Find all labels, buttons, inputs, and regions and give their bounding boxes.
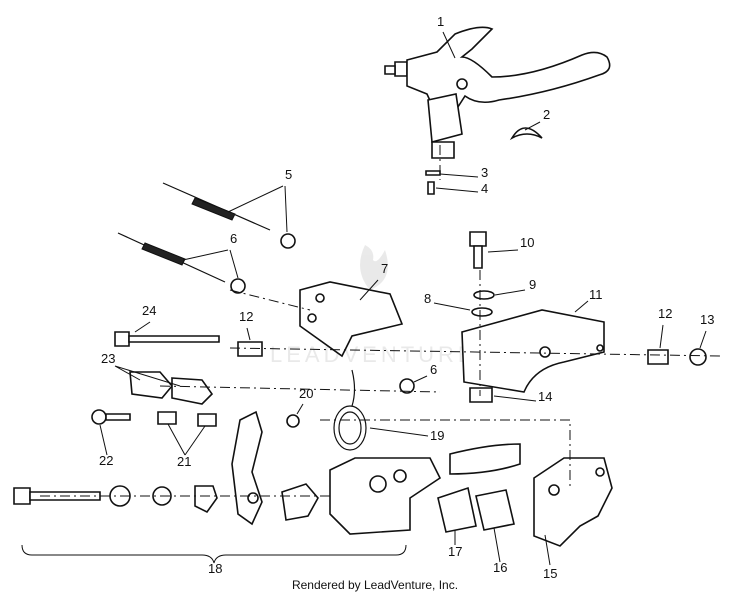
- washer-upper[interactable]: [473, 290, 495, 300]
- callout-16: 16: [493, 560, 507, 575]
- callout-4: 4: [481, 181, 488, 196]
- callout-23: 23: [101, 351, 115, 366]
- bushing-21b[interactable]: [197, 413, 217, 427]
- callout-10: 10: [520, 235, 534, 250]
- centerline-1: [229, 347, 721, 357]
- watermark-text: LEADVENTURE: [270, 342, 477, 367]
- brake-lever-pad[interactable]: [509, 127, 543, 141]
- nut-right[interactable]: [689, 348, 707, 366]
- caliper-plate[interactable]: [533, 457, 613, 547]
- callout-18: 18: [208, 561, 222, 576]
- actuator-arm-assembly[interactable]: [13, 410, 319, 526]
- spacer[interactable]: [469, 387, 493, 403]
- brake-lever-assembly[interactable]: [384, 26, 611, 159]
- bushing-right[interactable]: [647, 349, 669, 365]
- callout-9: 9: [529, 277, 536, 292]
- centerline-4: [320, 419, 571, 490]
- callout-15: 15: [543, 566, 557, 581]
- callout-12b: 12: [658, 306, 672, 321]
- callout-6a: 6: [230, 231, 237, 246]
- brake-pad-inner[interactable]: [475, 489, 515, 531]
- short-bolt[interactable]: [91, 409, 131, 425]
- credit-line: Rendered by LeadVenture, Inc.: [291, 578, 459, 592]
- callout-24: 24: [142, 303, 156, 318]
- long-bolt[interactable]: [114, 331, 220, 347]
- caliper-bracket[interactable]: [461, 309, 605, 393]
- callout-5: 5: [285, 167, 292, 182]
- washer[interactable]: [425, 170, 441, 176]
- callout-labels: 1 2 3 4 5 6 7 8 9 10 11 12 12 13 14 6 20…: [99, 14, 714, 581]
- callout-22: 22: [99, 453, 113, 468]
- caliper-bolt[interactable]: [469, 231, 487, 269]
- nut-small[interactable]: [286, 414, 300, 428]
- leadventure-watermark: LEADVENTURE: [270, 245, 477, 367]
- centerline-2: [159, 385, 441, 393]
- callout-19: 19: [430, 428, 444, 443]
- leader-lines: [99, 31, 707, 566]
- bushing-21a[interactable]: [157, 411, 177, 425]
- pin[interactable]: [427, 181, 435, 195]
- callout-17: 17: [448, 544, 462, 559]
- callout-1: 1: [437, 14, 444, 29]
- callout-12a: 12: [239, 309, 253, 324]
- callout-7: 7: [381, 261, 388, 276]
- callout-3: 3: [481, 165, 488, 180]
- callout-20: 20: [299, 386, 313, 401]
- cable-bracket[interactable]: [299, 281, 404, 358]
- group-brace-18: [21, 544, 407, 564]
- cable-end-left[interactable]: [129, 371, 174, 399]
- brake-cable-lower[interactable]: [117, 232, 246, 294]
- washer-lower[interactable]: [471, 307, 493, 317]
- centerline-6: [229, 289, 311, 311]
- callout-14: 14: [538, 389, 552, 404]
- callout-13: 13: [700, 312, 714, 327]
- callout-21: 21: [177, 454, 191, 469]
- pad-shield[interactable]: [449, 443, 521, 475]
- caliper-housing[interactable]: [329, 457, 442, 535]
- callout-6b: 6: [430, 362, 437, 377]
- brake-pad-outer[interactable]: [437, 486, 477, 533]
- nut-middle[interactable]: [399, 378, 415, 394]
- callout-2: 2: [543, 107, 550, 122]
- bushing-left[interactable]: [237, 341, 263, 357]
- brake-cable-upper[interactable]: [162, 182, 296, 249]
- cable-end-right[interactable]: [171, 377, 214, 405]
- return-spring[interactable]: [333, 369, 367, 451]
- callout-11: 11: [589, 287, 603, 302]
- callout-8: 8: [424, 291, 431, 306]
